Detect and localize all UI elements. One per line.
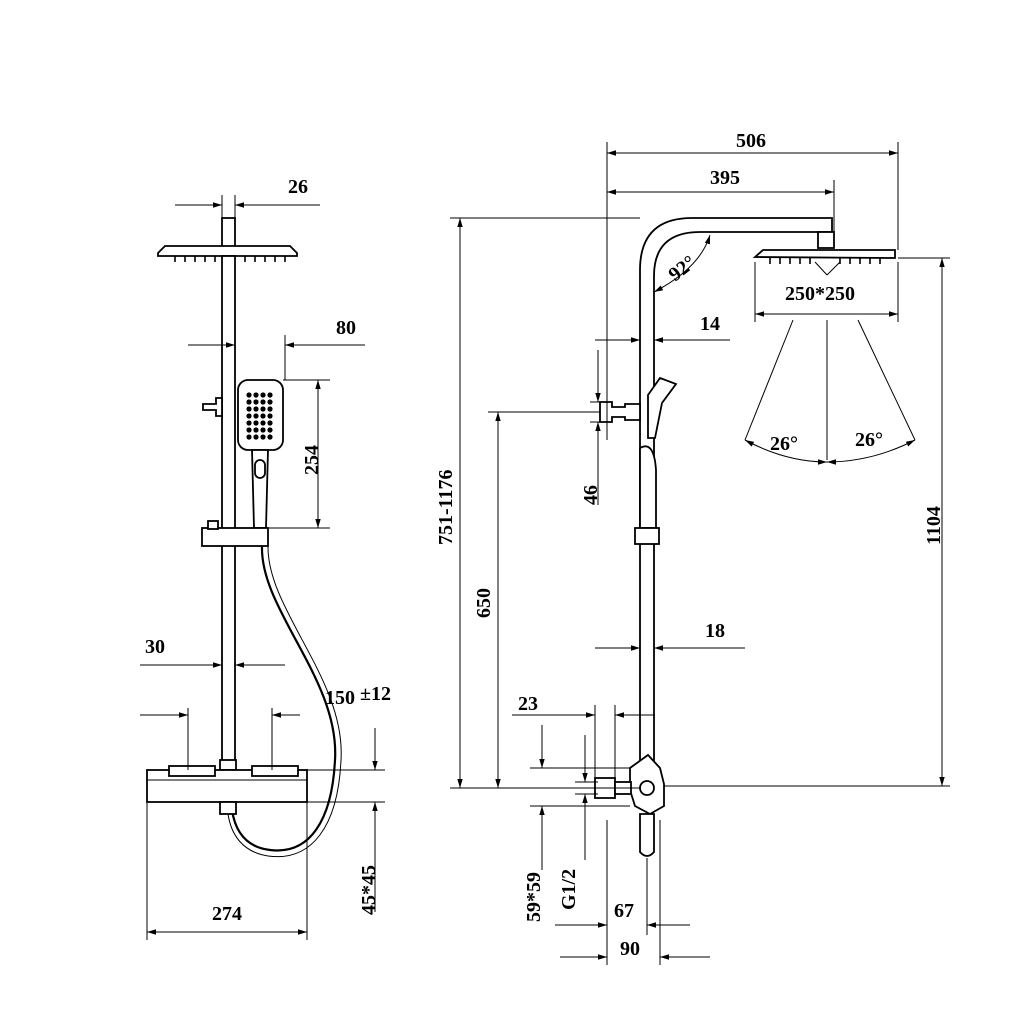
dim-59x59: 59*59 — [523, 872, 545, 922]
hand-shower-head — [237, 379, 284, 451]
riser-pipe — [221, 255, 236, 769]
dim-67: 67 — [614, 900, 634, 922]
slider-bracket — [201, 527, 269, 547]
overhead-shower-head-side — [752, 249, 896, 259]
angle-92-arc — [653, 234, 711, 293]
hand-shower-side — [647, 376, 678, 439]
dim-80: 80 — [336, 317, 356, 339]
dim-395: 395 — [710, 167, 740, 189]
dim-254: 254 — [301, 445, 323, 475]
dim-274: 274 — [212, 903, 242, 925]
dim-150: 150 — [325, 687, 355, 709]
dim-45x45: 45*45 — [358, 865, 380, 915]
dim-14: 14 — [700, 313, 720, 335]
dim-90: 90 — [620, 938, 640, 960]
right-side-view: 506 395 92° 250*250 14 26° 26° 46 751-11 — [435, 130, 950, 965]
dim-18: 18 — [705, 620, 725, 642]
dim-150-tolerance: ±12 — [360, 683, 391, 705]
dim-26-degree-left: 26° — [770, 433, 798, 455]
left-front-view: 26 80 254 30 150 ±12 274 — [140, 176, 391, 940]
slider-bracket-side — [634, 527, 660, 545]
shower-head-nozzles — [174, 256, 286, 262]
dim-506: 506 — [736, 130, 766, 152]
dim-650: 650 — [473, 588, 495, 618]
dim-26: 26 — [288, 176, 308, 198]
overhead-shower-head — [157, 245, 298, 257]
dim-g1-2: G1/2 — [558, 869, 580, 910]
dim-23: 23 — [518, 693, 538, 715]
hand-shower-handle-side — [639, 445, 657, 529]
diverter-knob — [202, 397, 223, 417]
hand-shower-button — [254, 459, 266, 479]
diverter-knob-side — [599, 401, 641, 423]
angle-arc-right — [826, 439, 916, 465]
overhead-nozzles-side — [769, 258, 881, 264]
dim-26-degree-right: 26° — [855, 429, 883, 451]
spray-left-edge — [744, 319, 794, 441]
head-arm-connector — [221, 217, 236, 249]
shower-hose — [230, 545, 337, 852]
hose-outlet — [219, 801, 237, 815]
hand-shower-nozzle-grid — [246, 392, 273, 440]
arm-head-connector — [817, 231, 835, 249]
mixer-outlet-side — [639, 813, 655, 857]
dim-30: 30 — [145, 636, 165, 658]
right-dimensions: 506 395 92° 250*250 14 26° 26° 46 751-11 — [435, 130, 950, 965]
dim-46: 46 — [580, 485, 602, 505]
dim-92-degree: 92° — [665, 251, 701, 286]
dim-751-1176: 751-1176 — [435, 469, 457, 545]
spray-right-edge — [857, 319, 916, 441]
dim-250x250: 250*250 — [785, 283, 855, 305]
dim-1104: 1104 — [923, 506, 945, 545]
left-dimensions: 26 80 254 30 150 ±12 274 — [140, 176, 391, 940]
angle-arc-left — [744, 439, 828, 465]
